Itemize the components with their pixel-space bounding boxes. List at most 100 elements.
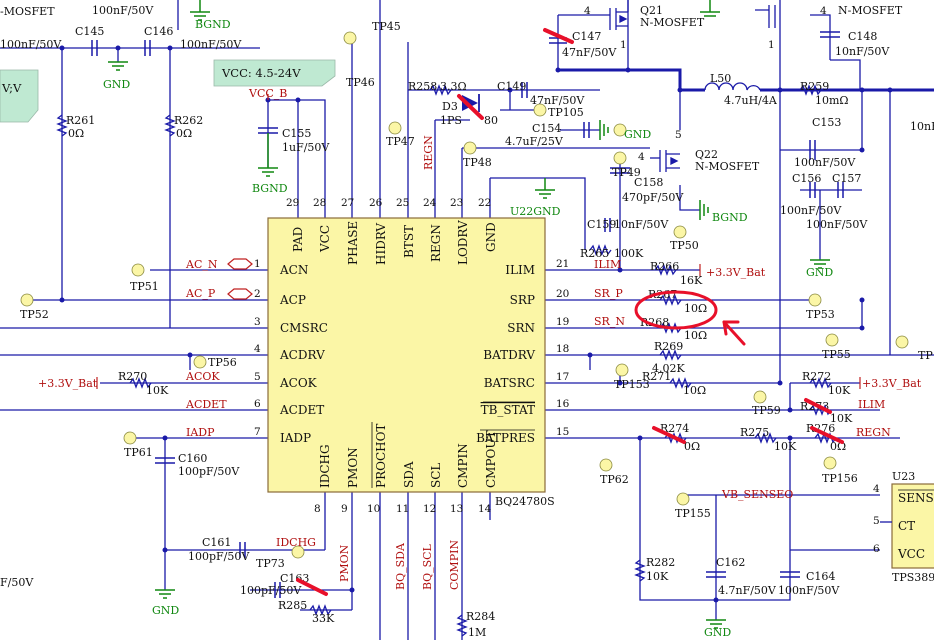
net-ac-p: AC_P [185,287,216,300]
label-tp61: TP61 [124,446,153,459]
label-bgnd2: BGND [252,182,288,195]
label-r262v: 0Ω [176,127,192,140]
label-tp55: TP55 [822,348,851,361]
tp73-dot [291,545,305,559]
pin-phase: PHASE [346,221,360,265]
label-c155v: 1uF/50V [282,141,330,154]
net-sr-n: SR_N [594,315,625,328]
label-tp50: TP50 [670,239,699,252]
tp47-dot [388,121,402,135]
label-q21t: N-MOSFET [640,16,705,29]
pin-num-5: 5 [254,371,261,383]
tp48-dot [463,141,477,155]
pin-num-2: 2 [254,288,261,300]
label-r285v: 33K [312,612,335,625]
label-r273v: 10K [830,412,853,425]
label-r284: R284 [466,610,495,623]
label-r261: R261 [66,114,95,127]
label-c164: C164 [806,570,835,583]
left-note-text: V;V [1,81,22,95]
u23-sense: SENSE [898,491,934,505]
u23-pin5: 5 [873,515,880,527]
label-q21: Q21 [640,4,663,17]
tp56-dot [193,355,207,369]
pin-num-22: 22 [478,197,491,209]
label-r274: R274 [660,422,689,435]
label-c159: C159 [587,218,616,231]
vcc-note: VCC: 4.5-24V [213,59,336,87]
pin-batdrv: BATDRV [483,348,535,362]
label-tp47: TP47 [386,135,415,148]
label-d3v: 1PS [440,114,462,127]
label-r282v: 10K [646,570,669,583]
label-qr-p1: 1 [768,39,775,51]
pin-num-15: 15 [556,426,569,438]
pin-num-20: 20 [556,288,569,300]
label-c161: C161 [202,536,231,549]
label-q22: Q22 [695,148,718,161]
label-r271v: 10Ω [683,384,706,397]
tp53-dot [808,293,822,307]
pin-pad: PAD [291,227,305,252]
label-vccb: VCC_B [248,87,287,100]
pin-num-3: 3 [254,316,261,328]
label-r265: R265 [580,247,609,260]
ic-bq24780s: BQ24780S U22GND [267,205,561,508]
label-c157v: 100nF/50V [806,218,868,231]
pin-num-18: 18 [556,343,569,355]
label-c160: C160 [178,452,207,465]
ic-gnd-label: U22GND [510,205,561,218]
tp155-dot [676,492,690,506]
label-r285: R285 [278,599,307,612]
label-c161v: 100pF/50V [188,550,250,563]
label-c156v: 100nF/50V [780,204,842,217]
label-r275v: 10K [774,440,797,453]
pin-num-21: 21 [556,258,569,270]
label-c154v: 4.7uF/25V [505,135,564,148]
label-tp156: TP156 [822,472,858,485]
pin-iadp: IADP [280,431,311,445]
tp105-dot [533,103,547,117]
pin-cmpin: CMPIN [456,443,470,488]
pin-num-4: 4 [254,343,261,355]
label-c145v: 100nF/50V [0,38,62,51]
label-c147: C147 [572,30,601,43]
label-r270: R270 [118,370,147,383]
pin-gnd: GND [484,222,498,252]
tp51-dot [131,263,145,277]
test-points [20,31,909,559]
label-d3v2: 80 [484,114,498,127]
net-iadp: IADP [186,426,215,439]
label-mosfet-tl: -MOSFET [0,5,55,18]
pin-num-24: 24 [423,197,437,209]
label-c153: C153 [812,116,841,129]
component-labels: -MOSFET 100nF/50V 100nF/50V C145 C146 10… [0,4,934,639]
label-r272v: 10K [828,384,851,397]
label-c164v: 100nF/50V [778,584,840,597]
pin-num-17: 17 [556,371,569,383]
label-d3: D3 [442,100,458,113]
tp52-dot [20,293,34,307]
label-gnd4: GND [152,604,179,617]
u23-part: TPS3898 [892,571,934,584]
resistor-symbols [56,84,837,637]
pin-scl: SCL [429,463,443,488]
u23-vcc: VCC [897,547,925,561]
label-bat33-ilim: +3.3V_Bat [706,266,766,279]
pin-pmon: PMON [346,447,360,488]
tp61-dot [123,431,137,445]
tp50-dot [673,225,687,239]
right-pins: ILIM SRP SRN BATDRV BATSRC TB_STAT BATPR… [476,258,570,445]
label-tp56: TP56 [208,356,237,369]
net-ilim: ILIM [594,258,621,271]
pin-num-25: 25 [396,197,409,209]
pin-tb-stat: TB_STAT [481,403,535,417]
pin-num-16: 16 [556,398,570,410]
ic-name: BQ24780S [495,495,555,508]
label-tp52: TP52 [20,308,49,321]
label-r267v: 10Ω [684,302,707,315]
net-labels: AC_N AC_P ACOK ACDET IADP IDCHG PMON BQ_… [185,135,891,590]
pin-num-11: 11 [396,503,409,515]
label-q21-p4: 4 [584,5,591,17]
label-r262: R262 [174,114,203,127]
